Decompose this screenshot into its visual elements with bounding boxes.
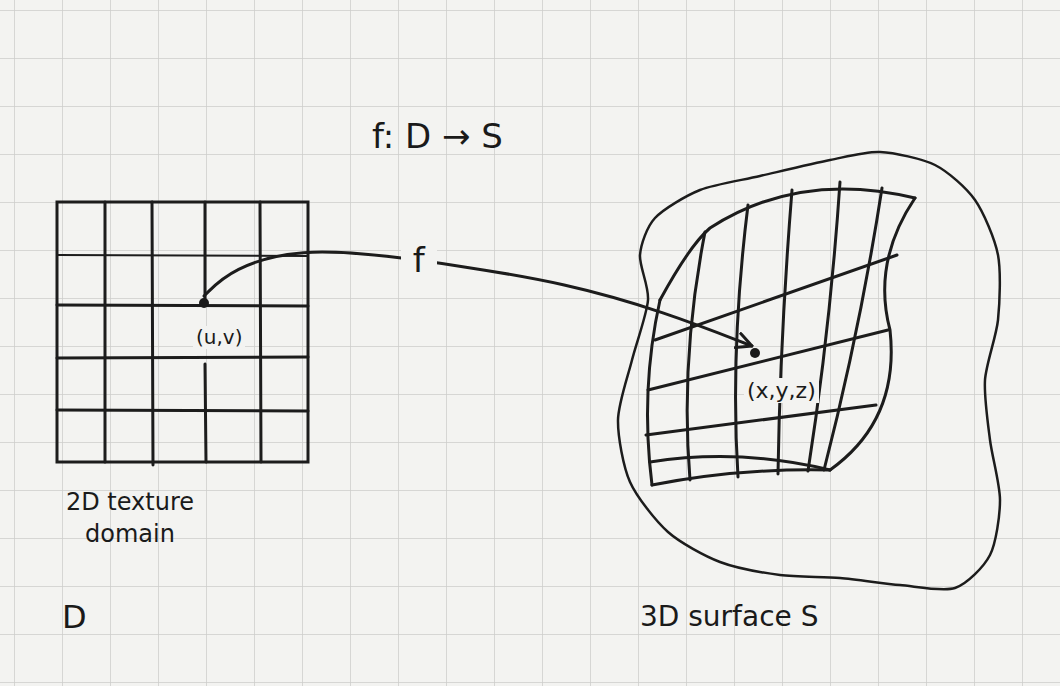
- grid-line: [57, 410, 308, 411]
- texture-grid: [57, 202, 308, 465]
- patch-line: [824, 188, 882, 470]
- grid-line: [57, 305, 308, 306]
- point-dot: [750, 348, 760, 358]
- patch-line: [687, 232, 705, 480]
- grid-line: [204, 202, 207, 300]
- patch-edge: [652, 470, 830, 485]
- grid-line: [152, 202, 153, 465]
- point-node: (u,v): [193, 296, 245, 349]
- patch-edge: [648, 300, 661, 485]
- patch-line: [655, 255, 897, 340]
- grid-line: [205, 364, 206, 462]
- coordinate-label: (x,y,z): [744, 378, 819, 403]
- point-node: (x,y,z): [744, 346, 819, 403]
- label-holder: 3D surface S: [640, 598, 818, 636]
- patch-line: [650, 457, 830, 470]
- edge-label-holder: f: [401, 240, 437, 281]
- caption-label: 3D surface S: [640, 600, 818, 633]
- mapping-arrow: [204, 252, 752, 346]
- warped-grid: [646, 182, 915, 485]
- grid-border: [57, 202, 308, 462]
- label-holder: D: [62, 596, 87, 639]
- grid-line: [57, 255, 308, 256]
- caption-label: 2D texture domain: [66, 488, 194, 548]
- caption-label: D: [62, 598, 87, 636]
- title-holder: f: D → S: [372, 116, 503, 156]
- point-dot: [199, 298, 209, 308]
- patch-line: [646, 405, 876, 435]
- label-holder: 2D texture domain: [42, 486, 218, 551]
- grid-line: [57, 357, 308, 358]
- function-label: f: [401, 240, 437, 281]
- coordinate-label: (u,v): [193, 326, 245, 349]
- surface-outline: [618, 152, 1000, 589]
- grid-line: [260, 202, 261, 462]
- grid-line: [104, 202, 107, 462]
- patch-line: [778, 190, 792, 474]
- title: f: D → S: [372, 116, 503, 156]
